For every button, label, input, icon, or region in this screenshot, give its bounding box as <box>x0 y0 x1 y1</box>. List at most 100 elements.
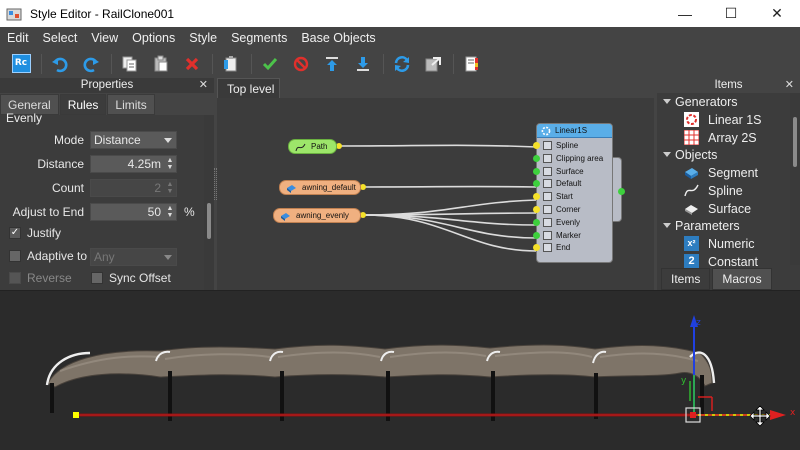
tab-items[interactable]: Items <box>661 268 711 290</box>
toolbar-separator <box>212 53 213 74</box>
menu-style[interactable]: Style <box>189 31 218 45</box>
adjust-spinner[interactable]: 50 ▲▼ <box>90 203 177 221</box>
mode-select[interactable]: Distance <box>90 131 177 149</box>
menu-view[interactable]: View <box>91 31 119 45</box>
refresh-button[interactable] <box>391 53 413 75</box>
tab-general[interactable]: General <box>0 94 59 115</box>
port-icon <box>543 153 552 163</box>
node-awning-default[interactable]: awning_default <box>279 180 361 195</box>
group-parameters[interactable]: Parameters <box>657 217 790 235</box>
report-button[interactable] <box>461 53 483 75</box>
railclone-logo-button[interactable]: Rc <box>10 53 32 75</box>
port-dot[interactable] <box>533 206 540 213</box>
graph-canvas[interactable]: Path awning_default awning_evenly Linear… <box>217 98 654 290</box>
port-label: Corner <box>556 205 581 214</box>
generator-port[interactable]: Surface <box>533 166 614 178</box>
items-panel: Items ✕ Generators Linear 1S Array 2S Ob… <box>657 78 800 290</box>
port-dot[interactable] <box>533 244 540 252</box>
menu-base-objects[interactable]: Base Objects <box>301 31 376 45</box>
spinner-arrows-icon[interactable]: ▲▼ <box>166 205 174 219</box>
minimize-button[interactable]: — <box>678 5 692 22</box>
generator-port[interactable]: Default <box>533 178 614 190</box>
panel-resize-grip[interactable] <box>214 168 217 200</box>
items-close-button[interactable]: ✕ <box>784 79 794 91</box>
properties-scrollbar[interactable] <box>204 115 214 290</box>
generator-header[interactable]: Linear1S <box>537 124 612 138</box>
cancel-button[interactable] <box>290 53 312 75</box>
generator-port[interactable]: End <box>533 242 614 254</box>
generator-port[interactable]: Evenly <box>533 217 614 229</box>
generator-port[interactable]: Start <box>533 191 614 203</box>
item-segment[interactable]: Segment <box>657 164 790 182</box>
transform-gizmo[interactable]: z y x <box>681 315 796 423</box>
delete-button[interactable] <box>181 53 203 75</box>
adjust-label: Adjust to End <box>12 205 84 219</box>
item-array-2s[interactable]: Array 2S <box>657 129 790 147</box>
port-label: Evenly <box>556 217 581 227</box>
tab-top-level[interactable]: Top level <box>217 78 280 98</box>
properties-close-button[interactable]: ✕ <box>198 79 208 91</box>
menu-edit[interactable]: Edit <box>7 31 29 45</box>
port-icon <box>543 243 552 253</box>
3d-viewport[interactable]: z y x <box>0 290 800 450</box>
menu-options[interactable]: Options <box>132 31 176 45</box>
port-dot[interactable] <box>533 218 540 226</box>
viewport-scene: z y x <box>45 315 796 427</box>
export-button[interactable] <box>422 53 444 75</box>
port-dot[interactable] <box>533 231 540 239</box>
sync-offset-checkbox[interactable] <box>91 272 103 284</box>
maximize-button[interactable]: ☐ <box>724 5 738 21</box>
generator-port[interactable]: Corner <box>533 204 614 216</box>
output-port-dot[interactable] <box>618 188 625 195</box>
reverse-checkbox <box>9 272 21 284</box>
paste-button[interactable] <box>150 53 172 75</box>
port-dot[interactable] <box>533 193 540 201</box>
distance-spinner[interactable]: 4.25m ▲▼ <box>90 155 177 173</box>
move-cursor-icon <box>749 405 771 427</box>
item-spline[interactable]: Spline <box>657 182 790 200</box>
tab-macros[interactable]: Macros <box>712 268 772 290</box>
move-down-button[interactable] <box>352 53 374 75</box>
scrollbar-thumb[interactable] <box>207 203 211 239</box>
generator-port[interactable]: Spline <box>533 140 614 152</box>
port-dot[interactable] <box>533 154 540 162</box>
item-constant[interactable]: 2 Constant <box>657 253 790 271</box>
report-icon <box>465 56 478 71</box>
spline-start-vertex[interactable] <box>73 412 79 418</box>
item-linear-1s[interactable]: Linear 1S <box>657 111 790 129</box>
accept-button[interactable] <box>259 53 281 75</box>
node-awning-evenly[interactable]: awning_evenly <box>273 208 361 223</box>
tab-rules[interactable]: Rules <box>59 94 107 115</box>
tab-limits[interactable]: Limits <box>107 94 155 115</box>
spinner-arrows-icon[interactable]: ▲▼ <box>166 157 174 171</box>
port-dot[interactable] <box>533 180 540 188</box>
clipboard-button[interactable] <box>220 53 242 75</box>
mode-value: Distance <box>94 133 141 147</box>
generator-port[interactable]: Clipping area <box>533 153 614 165</box>
undo-button[interactable] <box>49 53 71 75</box>
group-generators[interactable]: Generators <box>657 93 790 111</box>
adjust-row: Adjust to End 50 ▲▼ % <box>0 202 204 222</box>
justify-checkbox[interactable]: ✓ <box>9 227 21 239</box>
node-path[interactable]: Path <box>288 139 337 154</box>
delete-icon <box>185 57 199 70</box>
menu-segments[interactable]: Segments <box>231 31 288 45</box>
move-up-button[interactable] <box>321 53 343 75</box>
item-numeric[interactable]: x² Numeric <box>657 235 790 253</box>
items-scrollbar[interactable] <box>790 93 800 265</box>
accept-icon <box>262 57 278 70</box>
copy-button[interactable] <box>119 53 141 75</box>
port-dot[interactable] <box>533 167 540 175</box>
menu-select[interactable]: Select <box>42 31 78 45</box>
items-title: Items <box>714 79 743 91</box>
adaptive-checkbox[interactable] <box>9 250 21 262</box>
redo-button[interactable] <box>80 53 102 75</box>
close-button[interactable]: ✕ <box>771 5 783 21</box>
generator-port[interactable]: Marker <box>533 230 614 242</box>
scrollbar-thumb[interactable] <box>793 117 797 167</box>
spline-icon <box>684 184 699 197</box>
group-objects[interactable]: Objects <box>657 146 790 164</box>
item-surface[interactable]: Surface <box>657 200 790 218</box>
port-dot[interactable] <box>533 142 540 149</box>
